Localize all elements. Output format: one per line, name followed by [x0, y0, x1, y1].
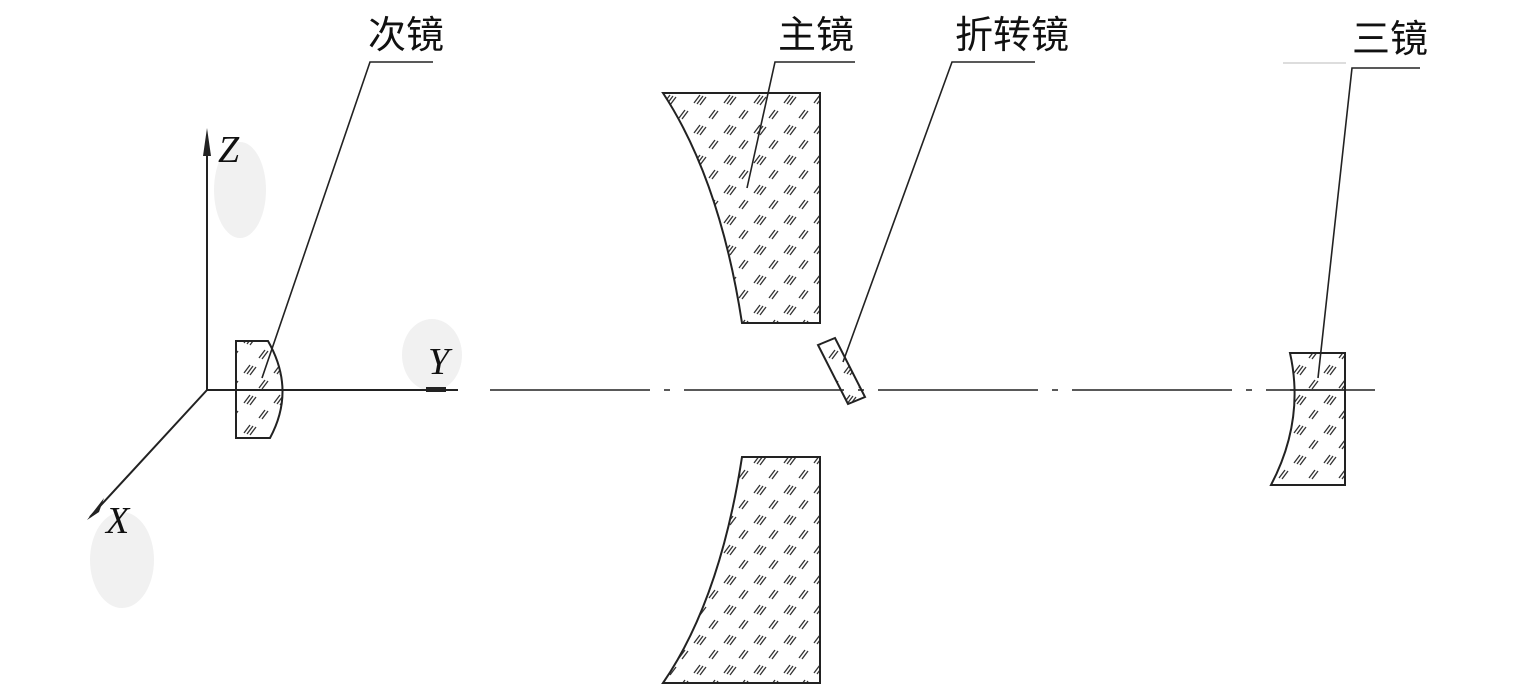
fold-mirror-label: 折转镜	[955, 13, 1069, 57]
tertiary-mirror	[1269, 352, 1346, 486]
primary-mirror-upper	[661, 92, 821, 324]
tertiary-mirror-label: 三镜	[1352, 17, 1428, 61]
coordinate-axes: Z Y X	[87, 128, 458, 542]
primary-mirror-lower	[661, 456, 821, 684]
x-axis-line	[89, 389, 208, 518]
secondary-mirror-leader	[261, 61, 433, 379]
secondary-mirror	[235, 340, 287, 439]
fold-mirror	[816, 336, 867, 406]
z-axis-arrow	[203, 128, 211, 156]
primary-mirror-leader	[746, 61, 855, 189]
y-axis-label: Y	[428, 341, 453, 383]
leader-lines	[261, 61, 1420, 379]
background-smudges	[90, 142, 462, 608]
z-axis-label: Z	[218, 129, 240, 171]
tertiary-mirror-leader	[1317, 67, 1420, 379]
x-axis-arrow	[87, 498, 104, 520]
secondary-mirror-label: 次镜	[368, 13, 444, 57]
y-axis-arrow	[426, 387, 446, 392]
primary-mirror-label: 主镜	[778, 13, 854, 57]
x-axis-label: X	[104, 500, 131, 542]
fold-mirror-leader	[842, 61, 1035, 363]
